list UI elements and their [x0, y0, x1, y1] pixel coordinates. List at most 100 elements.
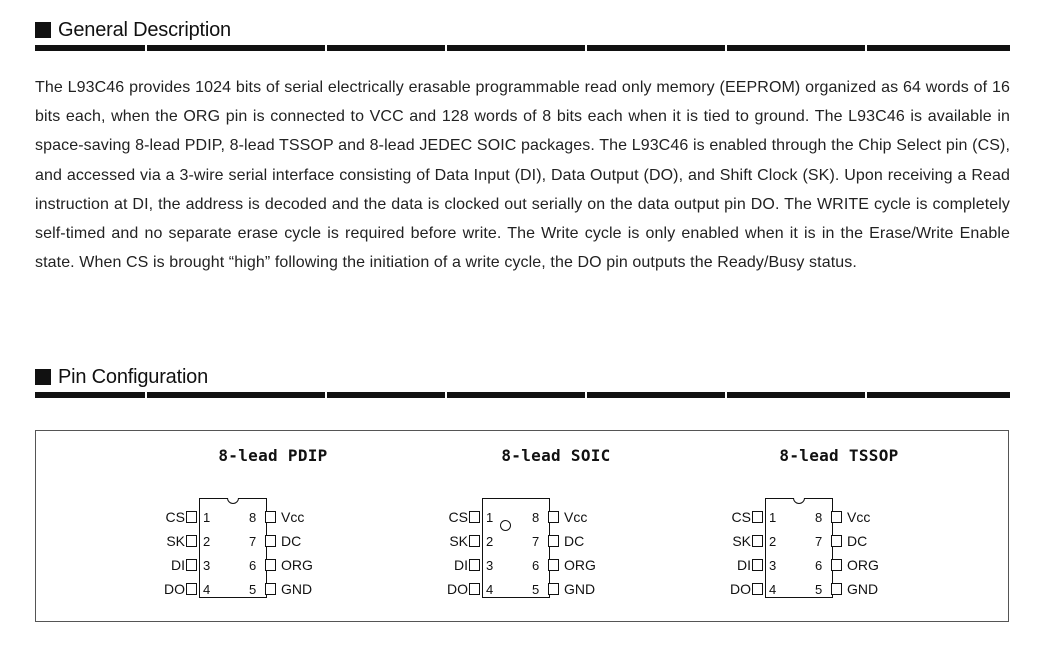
pin-label: Vcc: [564, 509, 588, 525]
pin-square-icon: [186, 535, 197, 547]
pin-number: 4: [486, 582, 494, 597]
pin-square-icon: [831, 559, 842, 571]
pin-row: 5 GND: [249, 578, 423, 602]
section-rule: [35, 392, 1010, 398]
pin-label: DI: [454, 557, 468, 573]
pin-square-icon: [186, 511, 197, 523]
pin-row: 6 ORG: [815, 554, 989, 578]
pin-label: GND: [281, 581, 313, 597]
pin-row: CS 1: [123, 506, 273, 530]
general-description-header: General Description: [35, 17, 1010, 51]
pin-label: DO: [447, 581, 468, 597]
pin-square-icon: [548, 511, 559, 523]
pin-label: DI: [171, 557, 185, 573]
pin-row: 8 Vcc: [815, 506, 989, 530]
pin-label: CS: [731, 509, 751, 525]
pin-square-icon: [469, 511, 480, 523]
pin-configuration-header: Pin Configuration: [35, 364, 1010, 398]
pin-number: 6: [815, 558, 823, 573]
pin-number: 1: [486, 510, 494, 525]
section-title-pin-configuration: Pin Configuration: [58, 365, 209, 388]
pin-square-icon: [265, 559, 276, 571]
pin-label: DC: [564, 533, 585, 549]
pin-label: ORG: [847, 557, 879, 573]
pin-number: 5: [249, 582, 257, 597]
pin-row: DO 4: [689, 578, 839, 602]
pin-number: 2: [203, 534, 211, 549]
pin-square-icon: [548, 559, 559, 571]
pin-label: ORG: [564, 557, 596, 573]
pin-square-icon: [752, 559, 763, 571]
pin-label: SK: [449, 533, 468, 549]
package-pdip: 8-lead PDIP CS 1 SK 2 DI 3 DO 4 8: [123, 431, 423, 621]
notch-icon: [793, 498, 805, 504]
pin-number: 7: [815, 534, 823, 549]
pin-number: 3: [203, 558, 211, 573]
chip-body: [482, 498, 550, 598]
pin-configuration-box: 8-lead PDIP CS 1 SK 2 DI 3 DO 4 8: [35, 430, 1009, 622]
pin-number: 8: [249, 510, 257, 525]
section-bullet-icon: [35, 369, 51, 385]
pin-square-icon: [469, 583, 480, 595]
pin-number: 4: [769, 582, 777, 597]
pin-row: 5 GND: [532, 578, 706, 602]
pin-label: GND: [847, 581, 879, 597]
package-title: 8-lead TSSOP: [779, 446, 899, 465]
package-soic: 8-lead SOIC CS 1 SK 2 DI 3 DO 4 8 Vcc: [406, 431, 706, 621]
chip-body: [199, 498, 267, 598]
pin-square-icon: [469, 535, 480, 547]
notch-icon: [227, 498, 239, 504]
pin-number: 3: [769, 558, 777, 573]
package-title: 8-lead SOIC: [501, 446, 611, 465]
package-title: 8-lead PDIP: [218, 446, 328, 465]
pin-row: 8 Vcc: [532, 506, 706, 530]
pin-number: 8: [815, 510, 823, 525]
pin-number: 2: [769, 534, 777, 549]
pin-label: SK: [166, 533, 185, 549]
package-tssop: 8-lead TSSOP CS 1 SK 2 DI 3 DO 4 8 Vcc: [689, 431, 989, 621]
pin-row: DI 3: [406, 554, 556, 578]
pin-label: SK: [732, 533, 751, 549]
pin-row: DO 4: [406, 578, 556, 602]
pin-number: 7: [532, 534, 540, 549]
pin-label: GND: [564, 581, 596, 597]
pin-square-icon: [752, 583, 763, 595]
pin-number: 3: [486, 558, 494, 573]
pin-number: 1: [769, 510, 777, 525]
pin-row: CS 1: [689, 506, 839, 530]
pin-row: 7 DC: [532, 530, 706, 554]
general-description-text: The L93C46 provides 1024 bits of serial …: [35, 79, 1010, 272]
pin-number: 2: [486, 534, 494, 549]
pin-row: 7 DC: [815, 530, 989, 554]
pin-number: 6: [532, 558, 540, 573]
pin-label: CS: [448, 509, 468, 525]
pin-label: Vcc: [847, 509, 871, 525]
chip-body: [765, 498, 833, 598]
pin-square-icon: [752, 511, 763, 523]
pin-number: 1: [203, 510, 211, 525]
pin-row: 6 ORG: [249, 554, 423, 578]
pin-label: Vcc: [281, 509, 305, 525]
pin-number: 7: [249, 534, 257, 549]
section-bullet-icon: [35, 22, 51, 38]
pin-label: DI: [737, 557, 751, 573]
pin-number: 6: [249, 558, 257, 573]
pin-label: DC: [281, 533, 302, 549]
pin-label: ORG: [281, 557, 313, 573]
pin-label: DO: [164, 581, 185, 597]
pin-square-icon: [548, 583, 559, 595]
pin-row: 7 DC: [249, 530, 423, 554]
pin-label: DO: [730, 581, 751, 597]
pin-number: 5: [532, 582, 540, 597]
pin-label: DC: [847, 533, 868, 549]
pin-square-icon: [831, 511, 842, 523]
pin-square-icon: [186, 559, 197, 571]
pin1-dot-icon: [500, 520, 511, 531]
pin-square-icon: [265, 511, 276, 523]
pin-square-icon: [265, 583, 276, 595]
pin-row: SK 2: [689, 530, 839, 554]
section-title-general: General Description: [58, 18, 231, 41]
pin-label: CS: [165, 509, 185, 525]
pin-number: 5: [815, 582, 823, 597]
pin-row: DI 3: [689, 554, 839, 578]
